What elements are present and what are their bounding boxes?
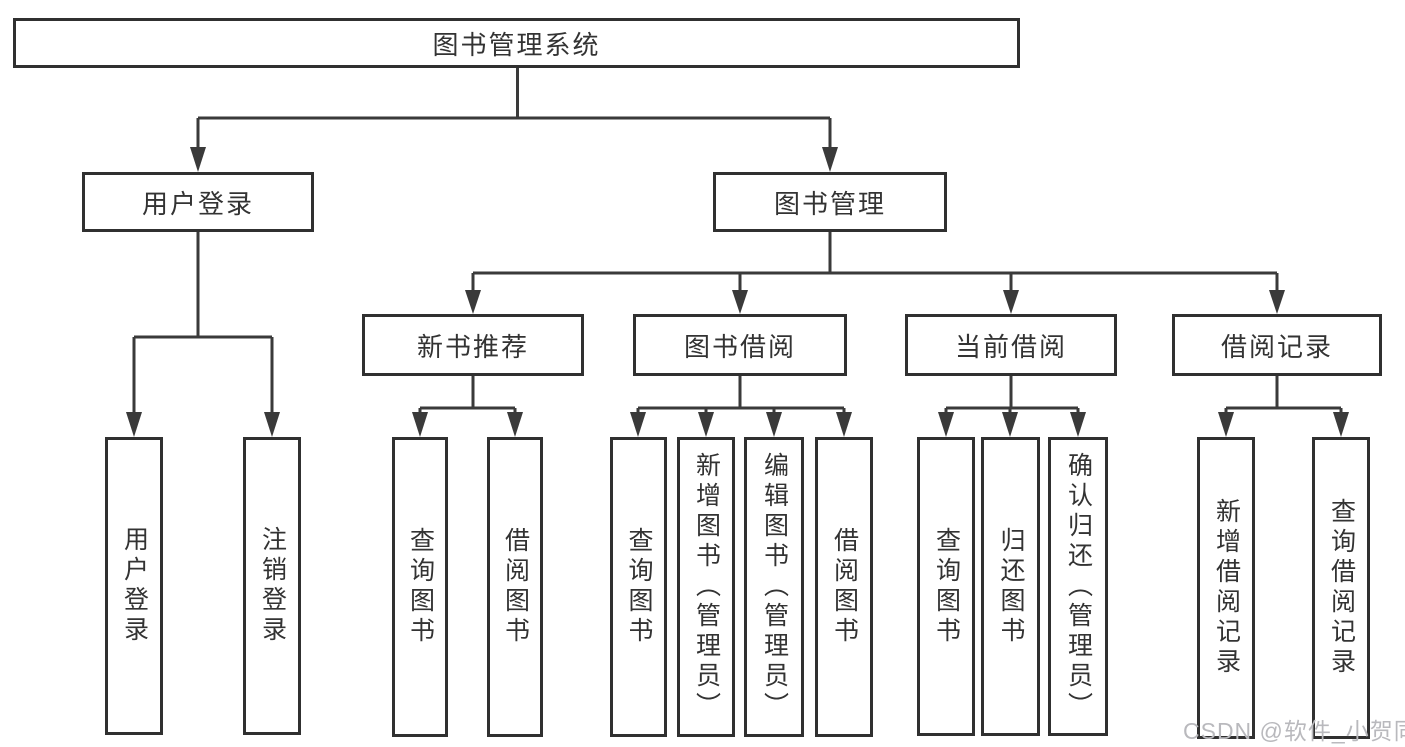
node-new-book-recommend-label: 新书推荐 <box>416 331 529 362</box>
leaf-query-books-borrowing-label: 查询图书 <box>625 527 653 647</box>
leaf-query-books-current-label: 查询图书 <box>932 526 961 647</box>
leaf-edit-books-admin: 编辑图书（管理员） <box>744 437 804 737</box>
leaf-add-books-admin-label: 新增图书（管理员） <box>692 452 721 722</box>
leaf-query-borrow-record: 查询借阅记录 <box>1312 437 1370 739</box>
leaf-confirm-return-admin: 确认归还（管理员） <box>1048 437 1108 736</box>
node-book-management-label: 图书管理 <box>773 188 886 219</box>
leaf-user-login-label: 用户登录 <box>120 526 149 646</box>
node-current-borrow: 当前借阅 <box>905 314 1117 376</box>
node-borrow-records: 借阅记录 <box>1172 314 1382 376</box>
leaf-borrow-books: 借阅图书 <box>815 437 873 737</box>
node-root-label: 图书管理系统 <box>432 29 601 60</box>
leaf-query-books-recommend: 查询图书 <box>392 437 448 737</box>
leaf-logout-label: 注销登录 <box>258 526 287 646</box>
node-user-login: 用户登录 <box>82 172 314 232</box>
node-root-library-system: 图书管理系统 <box>13 18 1020 68</box>
node-new-book-recommend: 新书推荐 <box>362 314 584 376</box>
leaf-query-books-borrowing: 查询图书 <box>610 437 667 737</box>
node-current-borrow-label: 当前借阅 <box>954 331 1067 362</box>
leaf-borrow-books-recommend-label: 借阅图书 <box>501 527 530 647</box>
leaf-confirm-return-admin-label: 确认归还（管理员） <box>1064 451 1093 722</box>
leaf-borrow-books-recommend: 借阅图书 <box>487 437 543 737</box>
node-borrow-records-label: 借阅记录 <box>1220 331 1333 362</box>
node-user-login-label: 用户登录 <box>141 188 254 219</box>
leaf-add-books-admin: 新增图书（管理员） <box>677 437 735 737</box>
leaf-user-login: 用户登录 <box>105 437 163 735</box>
node-book-management: 图书管理 <box>713 172 947 232</box>
leaf-query-borrow-record-label: 查询借阅记录 <box>1327 498 1356 678</box>
leaf-logout: 注销登录 <box>243 437 301 735</box>
csdn-watermark: CSDN @软件_小贺同学 <box>1183 718 1405 744</box>
leaf-borrow-books-label: 借阅图书 <box>830 527 859 647</box>
leaf-query-books-current: 查询图书 <box>917 437 975 736</box>
leaf-add-borrow-record-label: 新增借阅记录 <box>1212 498 1241 678</box>
leaf-return-books: 归还图书 <box>981 437 1040 736</box>
leaf-return-books-label: 归还图书 <box>997 526 1025 647</box>
node-book-borrowing: 图书借阅 <box>633 314 847 376</box>
leaf-add-borrow-record: 新增借阅记录 <box>1197 437 1255 739</box>
leaf-query-books-recommend-label: 查询图书 <box>406 527 435 647</box>
leaf-edit-books-admin-label: 编辑图书（管理员） <box>760 452 789 722</box>
node-book-borrowing-label: 图书借阅 <box>683 331 796 362</box>
arrowheads <box>126 147 1349 437</box>
